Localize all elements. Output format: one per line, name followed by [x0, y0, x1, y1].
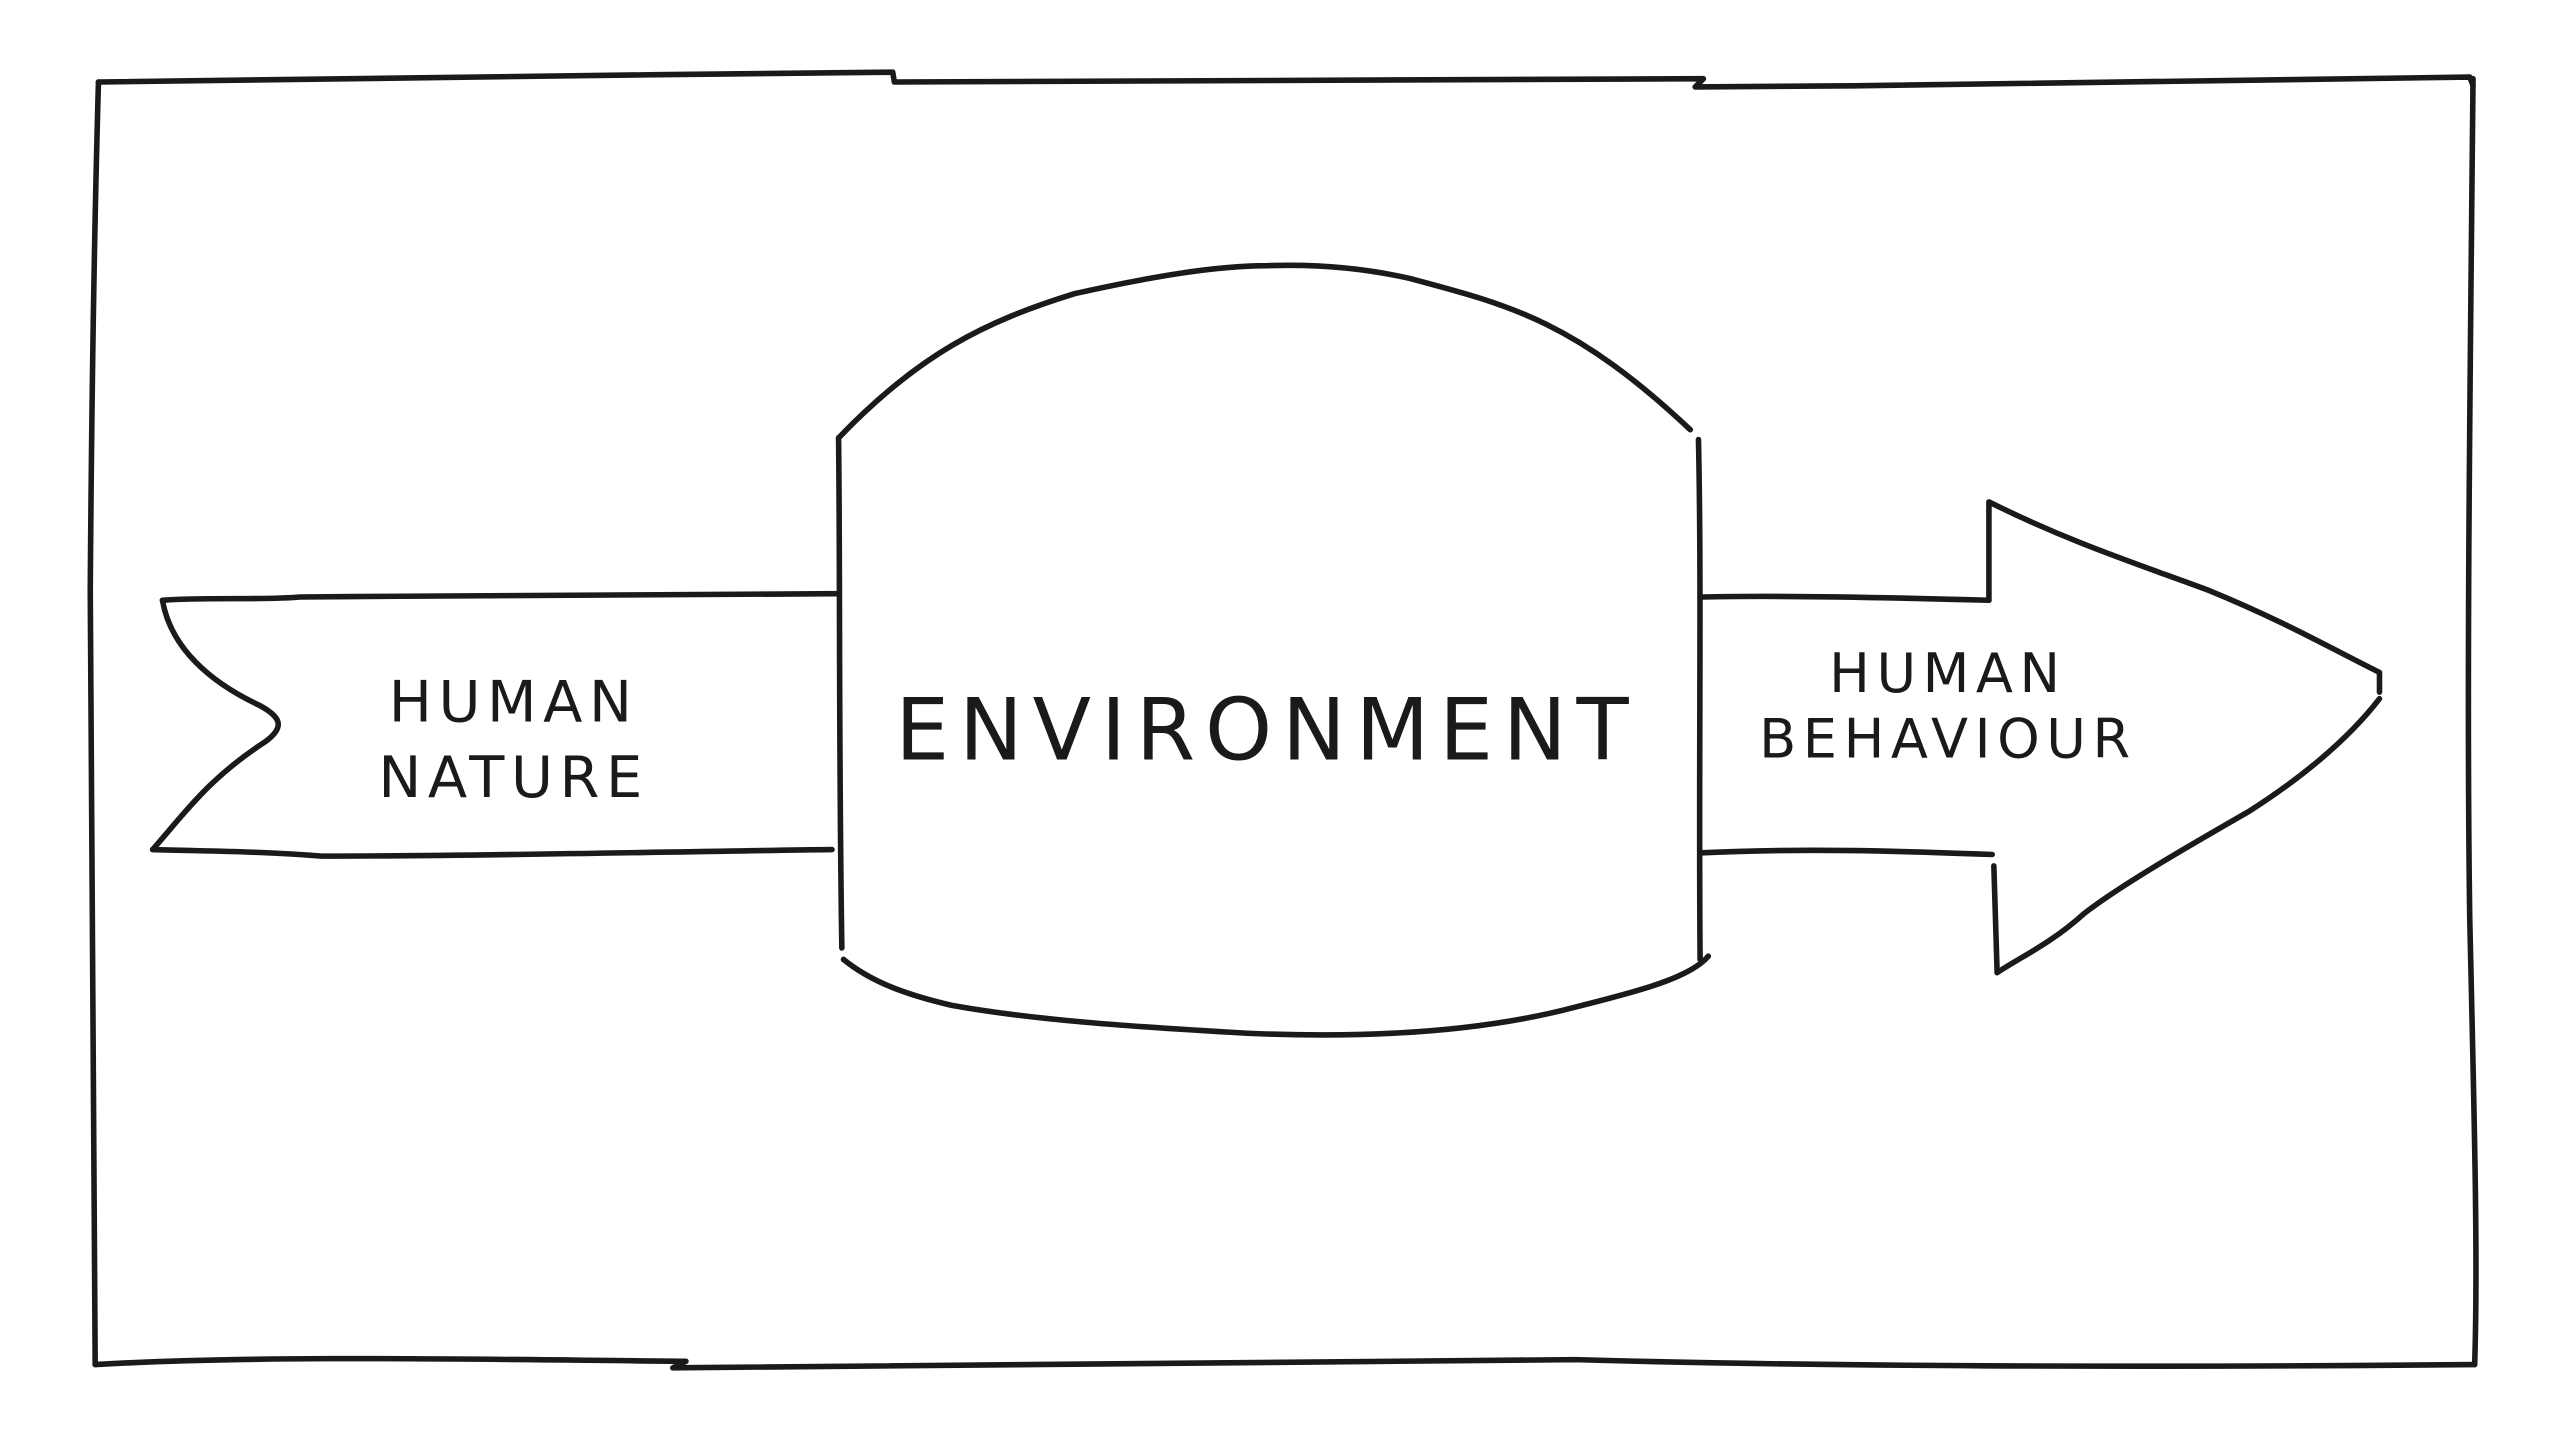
output-label: HUMAN BEHAVIOUR: [1759, 642, 2137, 771]
environment-block: [835, 262, 1712, 1038]
input-ribbon: [149, 590, 840, 859]
input-label-line-2: NATURE: [378, 744, 648, 811]
outer-frame: [87, 69, 2479, 1371]
input-label-line-1: HUMAN: [389, 669, 639, 736]
output-label-line-1: HUMAN: [1829, 642, 2066, 705]
output-arrow: [1698, 499, 2383, 976]
input-label: HUMAN NATURE: [378, 669, 648, 811]
center-label: ENVIRONMENT: [895, 681, 1638, 780]
output-label-line-2: BEHAVIOUR: [1759, 708, 2137, 771]
